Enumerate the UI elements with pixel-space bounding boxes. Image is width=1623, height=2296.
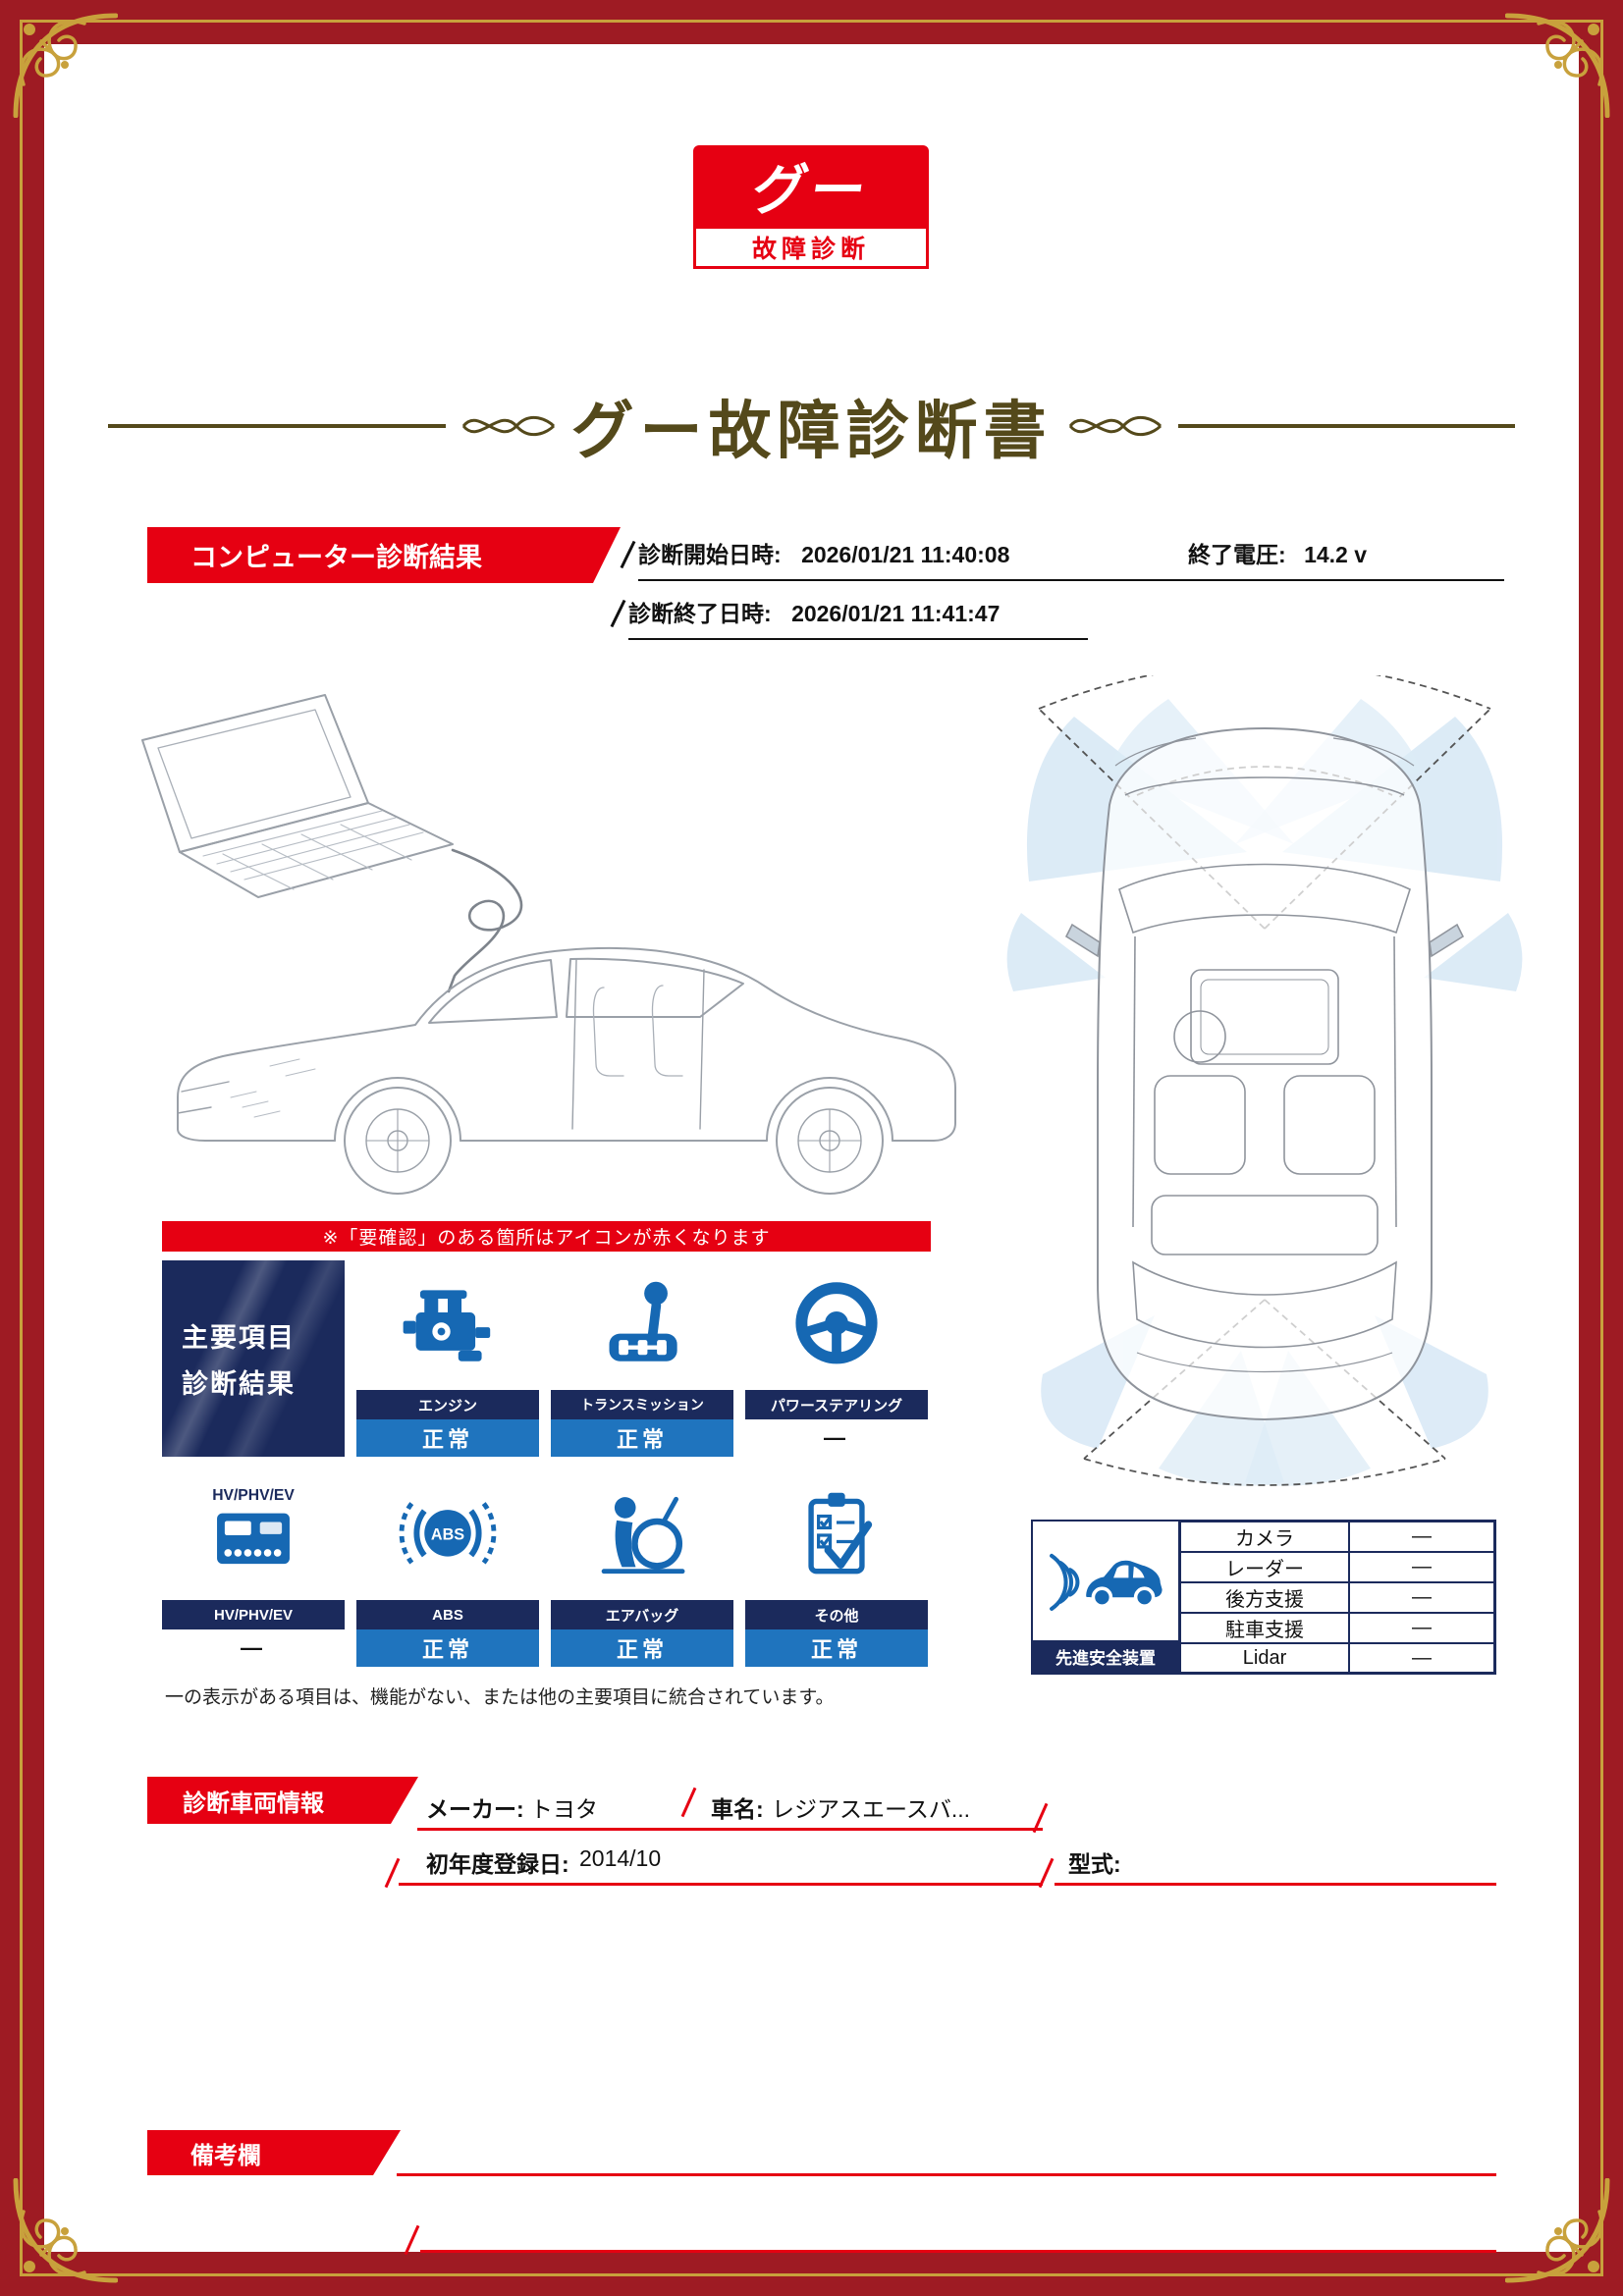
transmission-icon	[609, 1281, 677, 1362]
item-label: その他	[745, 1600, 928, 1629]
car-name-label: 車名:	[711, 1796, 764, 1822]
safety-row-label: 後方支援	[1180, 1582, 1349, 1613]
safety-row-label: 駐車支援	[1180, 1613, 1349, 1643]
safety-row-value: —	[1349, 1522, 1494, 1552]
end-time-label: 診断終了日時:	[628, 601, 772, 626]
diagnosis-cell-abs: ABS ABS 正常	[356, 1470, 539, 1667]
start-time-label: 診断開始日時:	[638, 542, 782, 567]
diagnosis-cell-airbag: エアバッグ 正常	[551, 1470, 733, 1667]
model-code-label: 型式:	[1068, 1851, 1121, 1877]
red-underline	[397, 2173, 1496, 2176]
item-label: ABS	[356, 1600, 539, 1629]
item-status: 正常	[551, 1419, 733, 1457]
car-laptop-illustration	[141, 694, 956, 1195]
goo-logo-text: グー	[748, 158, 873, 221]
end-voltage-value: 14.2 v	[1304, 542, 1368, 567]
title-rule-right	[1177, 424, 1515, 428]
goo-logo-band: 故障診断	[693, 226, 929, 269]
item-label: エンジン	[356, 1390, 539, 1419]
safety-device-table: 先進安全装置 カメラ — レーダー — 後方支援 — 駐車支援 — Lidar …	[1031, 1520, 1496, 1675]
safety-car-icon	[1050, 1553, 1163, 1611]
engine-icon	[403, 1290, 491, 1362]
corner-ornament-icon	[8, 8, 119, 119]
safety-row-label: レーダー	[1180, 1552, 1349, 1582]
safety-row-value: —	[1349, 1552, 1494, 1582]
diagnosis-cell-other: その他 正常	[745, 1470, 928, 1667]
goo-logo-subtext: 故障診断	[751, 236, 870, 263]
item-status: 正常	[551, 1629, 733, 1667]
corner-ornament-icon	[8, 2177, 119, 2288]
red-underline	[399, 1883, 1043, 1886]
corner-ornament-icon	[1504, 2177, 1615, 2288]
item-status: 正常	[745, 1629, 928, 1667]
summary-line2: 診断結果	[182, 1369, 296, 1399]
corner-ornament-icon	[1504, 8, 1615, 119]
safety-title: 先進安全装置	[1033, 1640, 1178, 1673]
report-title-row: グー故障診断書	[108, 389, 1515, 466]
warning-note-text: ※「要確認」のある箇所はアイコンが赤くなります	[322, 1228, 771, 1249]
section-remarks-banner: 備考欄	[147, 2130, 401, 2175]
safety-row-value: —	[1349, 1643, 1494, 1673]
diagnosis-cell-power-steering: パワーステアリング —	[745, 1260, 928, 1457]
safety-row-label: Lidar	[1180, 1643, 1349, 1673]
red-underline	[420, 2250, 1496, 2253]
maker-label: メーカー:	[426, 1796, 524, 1822]
diagnosis-end-row: 診断終了日時: 2026/01/21 11:41:47	[610, 595, 1088, 640]
page-title: グー故障診断書	[570, 396, 1053, 466]
end-voltage-label: 終了電圧:	[1188, 542, 1286, 567]
abs-icon-text: ABS	[431, 1525, 464, 1543]
other-icon	[808, 1492, 873, 1575]
maker-value: トヨタ	[530, 1796, 598, 1822]
item-label: HV/PHV/EV	[162, 1600, 345, 1629]
summary-box: 主要項目 診断結果	[162, 1260, 345, 1457]
red-underline	[1055, 1883, 1496, 1886]
first-registration-label: 初年度登録日:	[426, 1851, 569, 1877]
safety-icon-block: 先進安全装置	[1031, 1520, 1180, 1675]
section-title: 備考欄	[190, 2142, 261, 2169]
airbag-icon	[601, 1496, 685, 1575]
red-underline	[417, 1828, 1043, 1831]
item-status: 正常	[356, 1419, 539, 1457]
hv-phv-ev-icon: HV/PHV/EV	[212, 1487, 295, 1565]
safety-row-value: —	[1349, 1613, 1494, 1643]
title-rule-left	[108, 424, 446, 428]
diagnosis-start-row: 診断開始日時: 2026/01/21 11:40:08 終了電圧: 14.2 v	[620, 536, 1504, 581]
section-title: 診断車両情報	[183, 1789, 324, 1817]
title-ornament-left-icon	[461, 415, 555, 437]
diagnosis-cell-transmission: トランスミッション 正常	[551, 1260, 733, 1457]
section-computer-diagnosis-banner: コンピューター診断結果	[147, 527, 621, 583]
item-label: パワーステアリング	[745, 1390, 928, 1419]
section-title: コンピューター診断結果	[190, 543, 482, 572]
section-vehicle-info-banner: 診断車両情報	[147, 1777, 418, 1824]
car-top-view-sensors-illustration	[1006, 675, 1523, 1486]
power-steering-icon	[795, 1282, 878, 1364]
item-label: エアバッグ	[551, 1600, 733, 1629]
hv-icon-caption: HV/PHV/EV	[212, 1487, 295, 1504]
safety-rows: カメラ — レーダー — 後方支援 — 駐車支援 — Lidar —	[1180, 1520, 1496, 1675]
item-status: 正常	[356, 1629, 539, 1667]
abs-icon: ABS	[399, 1502, 497, 1565]
safety-row-label: カメラ	[1180, 1522, 1349, 1552]
car-name-value: レジアスエースバ...	[772, 1796, 971, 1822]
title-ornament-right-icon	[1068, 415, 1162, 437]
diagnosis-cell-hv-phv-ev: HV/PHV/EV HV/PHV/EV —	[162, 1470, 345, 1667]
start-time-value: 2026/01/21 11:40:08	[801, 542, 1010, 567]
legend-note: 一の表示がある項目は、機能がない、または他の主要項目に統合されています。	[165, 1687, 835, 1708]
safety-row-value: —	[1349, 1582, 1494, 1613]
goo-logo: グー 故障診断	[693, 145, 929, 269]
diagnosis-grid: 主要項目 診断結果	[162, 1260, 928, 1667]
goo-logo-mark: グー	[693, 145, 929, 226]
warning-note-bar: ※「要確認」のある箇所はアイコンが赤くなります	[162, 1221, 931, 1252]
summary-line1: 主要項目	[182, 1323, 296, 1353]
item-status: —	[162, 1629, 345, 1667]
first-registration-value: 2014/10	[579, 1845, 662, 1871]
item-status: —	[745, 1419, 928, 1457]
end-time-value: 2026/01/21 11:41:47	[791, 601, 1001, 626]
diagnosis-cell-engine: エンジン 正常	[356, 1260, 539, 1457]
item-label: トランスミッション	[551, 1390, 733, 1419]
